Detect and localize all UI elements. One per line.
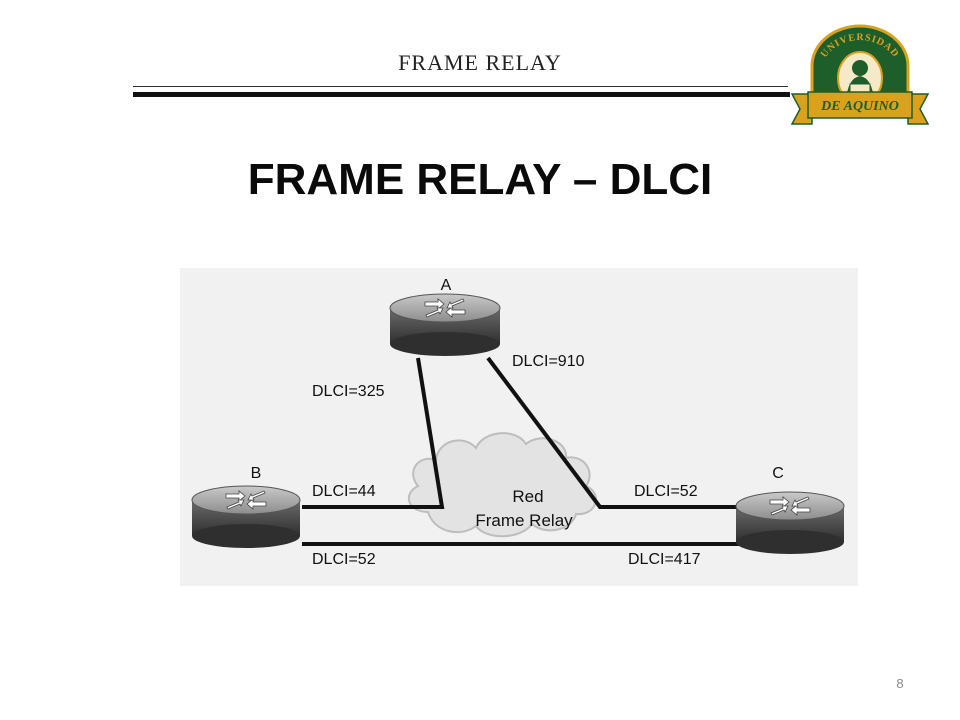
cloud-label-line1: Red xyxy=(512,487,543,506)
router-c-label: C xyxy=(772,465,784,482)
router-c xyxy=(735,491,845,554)
frame-relay-diagram: A B C Red Frame Relay DLCI=325 DLCI=910 … xyxy=(180,268,858,586)
router-a xyxy=(389,293,501,356)
university-logo: UNIVERSIDAD DE AQUINO xyxy=(790,24,930,130)
header-divider-thick xyxy=(133,92,790,97)
link-a-c xyxy=(486,356,740,509)
page-number: 8 xyxy=(896,676,904,691)
header-divider-thin xyxy=(133,86,788,87)
frame-relay-cloud xyxy=(407,432,598,538)
link-a-b xyxy=(302,357,445,509)
dlci-label-c-top: DLCI=52 xyxy=(634,483,698,500)
dlci-label-b-top: DLCI=44 xyxy=(312,483,376,500)
cloud-label-line2: Frame Relay xyxy=(475,511,573,530)
router-b-label: B xyxy=(251,465,262,482)
dlci-label-b-bottom: DLCI=52 xyxy=(312,551,376,568)
slide-title: FRAME RELAY – DLCI xyxy=(247,155,713,204)
router-a-label: A xyxy=(441,277,452,294)
dlci-label-a-to-b: DLCI=325 xyxy=(312,383,385,400)
header-title: FRAME RELAY xyxy=(398,50,562,75)
dlci-label-a-to-c: DLCI=910 xyxy=(512,353,585,370)
dlci-label-c-bottom: DLCI=417 xyxy=(628,551,701,568)
logo-banner-text: DE AQUINO xyxy=(820,99,899,114)
router-b xyxy=(191,485,301,548)
